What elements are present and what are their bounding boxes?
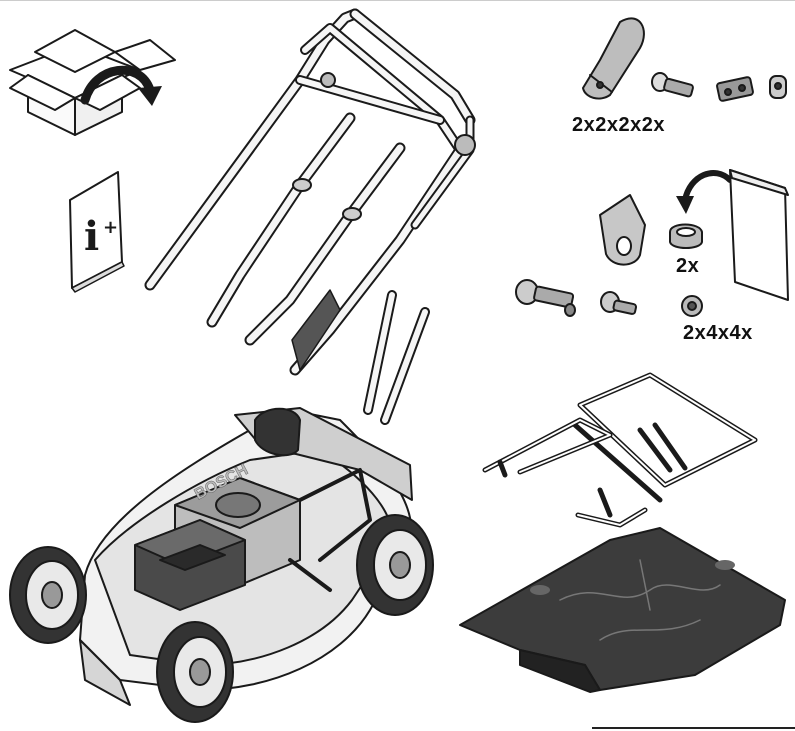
grass-bag-icon (459, 527, 786, 693)
fasteners-quantity-label: 2x2x2x2x (572, 114, 665, 136)
bottom-rule (592, 727, 795, 729)
lawn-mower-deck-icon (79, 407, 413, 706)
insert-arrow-icon (676, 169, 733, 214)
unpack-arrow-icon (80, 65, 162, 106)
wheel-rear-right-icon (356, 514, 434, 616)
parts-bag-icon (729, 169, 789, 301)
wheel-front-left-icon (9, 546, 87, 644)
manual-icon (69, 171, 125, 293)
grass-box-frame-icon (482, 372, 758, 528)
nut-icon (769, 75, 787, 99)
lower-handle-left-icon (206, 112, 356, 328)
small-screw-icon (600, 291, 638, 315)
handle-clip-icon (599, 194, 646, 266)
unpack-box-icon (9, 29, 176, 136)
screws-quantity-label: 2x4x4x (683, 322, 753, 344)
manual-info-symbol: i (84, 213, 99, 260)
top-border (0, 0, 795, 1)
clamp-plate-icon (716, 76, 754, 102)
manual-plus-symbol: + (103, 217, 118, 238)
wheel-front-right-icon (156, 621, 234, 723)
shoulder-screw-icon (515, 279, 576, 317)
hex-nut-icon (681, 295, 703, 317)
handle-rods-icon (363, 290, 430, 425)
snap-ring-icon (669, 223, 703, 249)
clips-quantity-label: 2x (676, 255, 700, 277)
lower-handle-right-icon (244, 142, 406, 371)
bolt-icon (651, 72, 694, 98)
wheel-rear-left-icon (254, 407, 301, 457)
cable-clip-icon (582, 17, 645, 100)
